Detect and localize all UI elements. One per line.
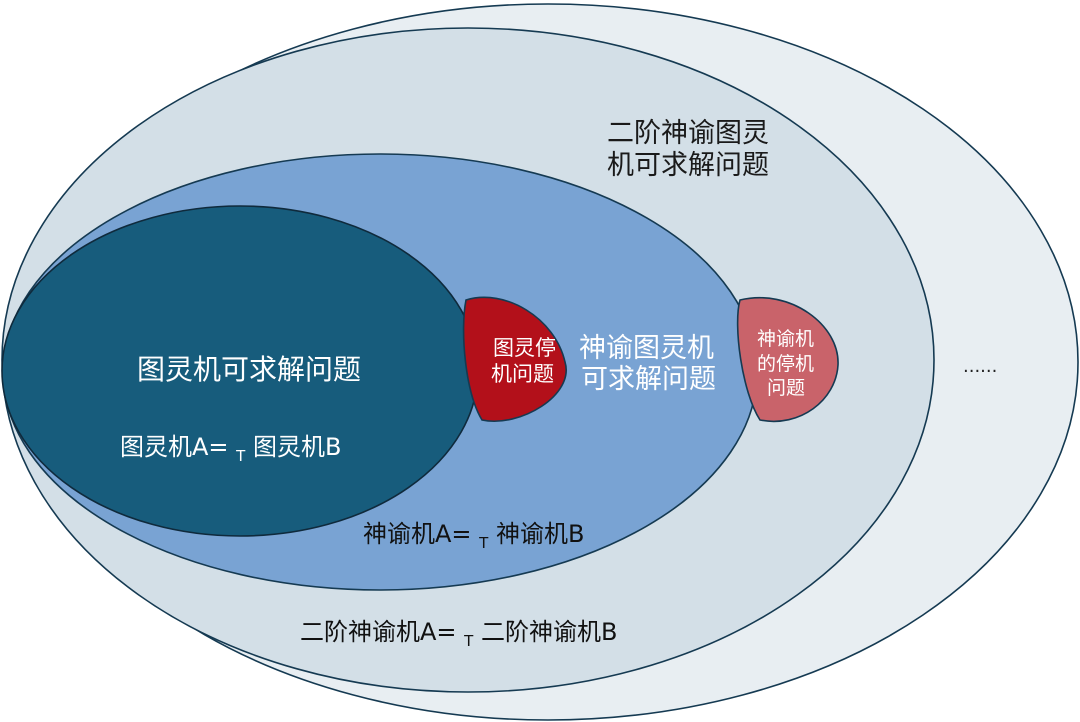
- second-order-equivalence-suffix: 二阶神谕机B: [481, 618, 617, 646]
- turing-halting-label-line2: 机问题: [491, 362, 554, 386]
- oracle-equivalence-suffix: 神谕机B: [496, 520, 584, 548]
- turing-equivalence: 图灵机A= T 图灵机B: [120, 433, 341, 467]
- oracle-halting-label-line3: 问题: [767, 377, 805, 399]
- second-order-label-line2: 机可求解问题: [607, 150, 769, 181]
- oracle-label-line1: 神谕图灵机: [579, 333, 714, 364]
- second-order-label-line1: 二阶神谕图灵: [607, 118, 769, 149]
- second-order-equivalence: 二阶神谕机A= T 二阶神谕机B: [300, 618, 617, 652]
- oracle-label-line2: 可求解问题: [581, 364, 716, 395]
- oracle-halting-label-line2: 的停机: [757, 353, 814, 375]
- oracle-equivalence-sub: T: [478, 534, 489, 552]
- second-order-equivalence-sub: T: [463, 632, 474, 650]
- turing-equivalence-suffix: 图灵机B: [253, 433, 341, 461]
- turing-label: 图灵机可求解问题: [137, 353, 361, 386]
- oracle-halting-label-line1: 神谕机: [757, 328, 814, 350]
- turing-halting-blob: [462, 296, 567, 422]
- oracle-halting-blob: [736, 296, 839, 423]
- oracle-equivalence-prefix: 神谕机A=: [363, 520, 472, 548]
- outer-ellipsis: ......: [963, 356, 997, 377]
- turing-equivalence-sub: T: [235, 447, 246, 465]
- turing-halting-label-line1: 图灵停: [493, 336, 556, 360]
- oracle-equivalence: 神谕机A= T 神谕机B: [363, 520, 584, 554]
- turing-equivalence-prefix: 图灵机A=: [120, 433, 229, 461]
- second-order-equivalence-prefix: 二阶神谕机A=: [300, 618, 457, 646]
